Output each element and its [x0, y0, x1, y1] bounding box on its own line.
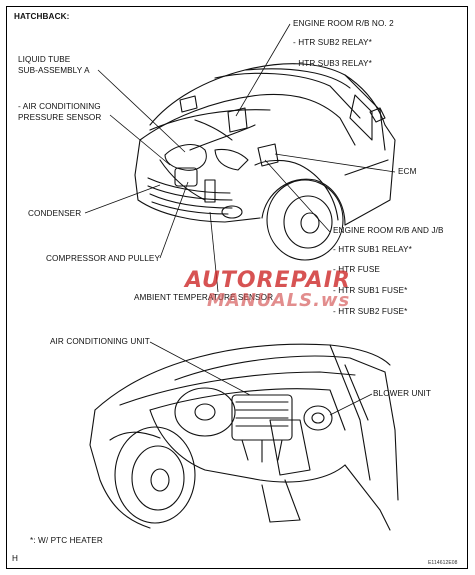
label-htr-sub2-fuse: - HTR SUB2 FUSE*	[333, 307, 408, 316]
label-liquid-tube-line2: SUB-ASSEMBLY A	[18, 66, 90, 75]
watermark-line2: MANUALS.ws	[207, 290, 351, 311]
diagram-title: HATCHBACK:	[14, 12, 70, 21]
leader-lines	[84, 23, 396, 416]
label-blower-unit: BLOWER UNIT	[373, 389, 431, 398]
watermark-line1: AUTOREPAIR	[185, 268, 351, 293]
label-htr-sub3-relay: - HTR SUB3 RELAY*	[293, 59, 372, 68]
label-liquid-tube-line1: LIQUID TUBE	[18, 55, 71, 64]
label-ac-unit: AIR CONDITIONING UNIT	[50, 337, 150, 346]
corner-mark: H	[12, 554, 19, 563]
label-compressor: COMPRESSOR AND PULLEY	[46, 254, 161, 263]
label-engine-room-rb-no2: ENGINE ROOM R/B NO. 2	[293, 19, 394, 28]
label-ambient-temp-sensor: AMBIENT TEMPERATURE SENSOR	[134, 293, 274, 302]
label-ac-pressure-line2: PRESSURE SENSOR	[18, 113, 102, 122]
label-ecm: ECM	[398, 167, 417, 176]
footnote-ptc-heater: *: W/ PTC HEATER	[30, 536, 103, 545]
label-condenser: CONDENSER	[28, 209, 82, 218]
label-htr-sub1-relay: - HTR SUB1 RELAY*	[333, 245, 412, 254]
front-vehicle-drawing	[134, 63, 396, 261]
diagram-frame	[6, 6, 468, 569]
label-htr-fuse: - HTR FUSE	[333, 265, 380, 274]
label-ac-pressure-line1: - AIR CONDITIONING	[18, 102, 101, 111]
figure-code: E114612E08	[428, 560, 458, 566]
label-htr-sub2-relay: - HTR SUB2 RELAY*	[293, 38, 372, 47]
interior-vehicle-drawing	[89, 343, 399, 531]
label-engine-room-rb-jb: ENGINE ROOM R/B AND J/B	[333, 226, 444, 235]
label-htr-sub1-fuse: - HTR SUB1 FUSE*	[333, 286, 408, 295]
